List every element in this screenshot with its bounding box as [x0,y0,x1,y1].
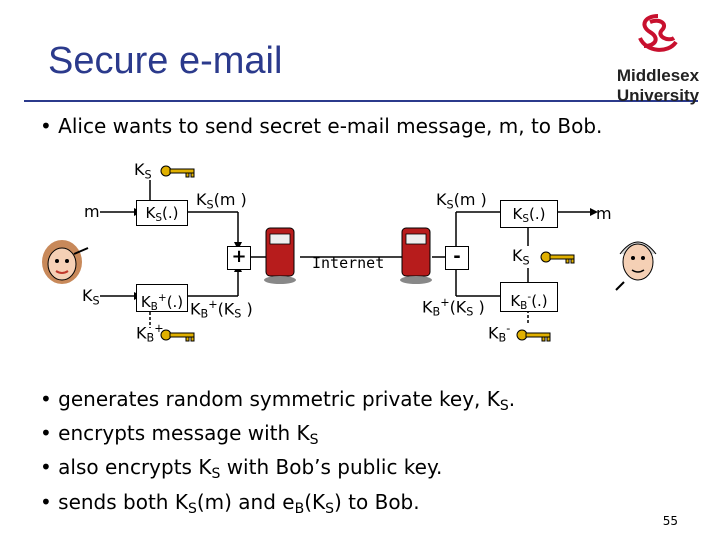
message-m-left: m [84,202,100,221]
sender-router-icon [264,227,296,284]
secure-email-diagram: KS m KS(.) KS(m ) + KS KB+(.) KB+(KS ) K… [0,150,720,370]
page-number: 55 [662,514,678,528]
university-logo: Middlesex University [616,12,700,105]
bullet-item: • also encrypts KS with Bob’s public key… [40,455,443,483]
kb-ks-label-left: KB+(KS ) [190,298,253,321]
internet-label: Internet [312,254,385,272]
private-key-icon [516,329,551,342]
bullet-list: • generates random symmetric private key… [40,386,515,523]
ks-top-label: KS [134,160,152,182]
intro-text: • Alice wants to send secret e-mail mess… [40,114,603,138]
title-rule [24,100,698,102]
recovered-key-icon [540,251,575,264]
public-key-icon [160,329,195,342]
receiver-router-icon [400,227,432,284]
logo-line2: University [616,86,700,105]
bullet-item: • generates random symmetric private key… [40,387,516,415]
message-m-right: m [596,204,612,223]
ks-left-label: KS [82,286,100,308]
public-key-encrypt-box: KB+(.) [136,284,188,313]
symmetric-encrypt-box: KS(.) [136,200,188,226]
kb-minus-label: KB- [488,322,511,345]
combine-plus-op: + [227,246,251,270]
kb-ks-label-right: KB+(KS ) [422,296,485,319]
ks-right-label: KS [512,246,530,268]
slide-title: Secure e-mail [48,40,283,82]
bob-icon [615,241,657,291]
kb-plus-label: KB+ [136,322,164,345]
alice-icon [42,240,89,284]
key-icon [160,165,195,178]
ks-m-label-right: KS(m ) [436,190,487,212]
logo-mark-icon [638,14,678,52]
bullet-item: • sends both KS(m) and eB(KS) to Bob. [40,489,420,517]
symmetric-decrypt-box: KS(.) [500,200,558,228]
ks-m-label-left: KS(m ) [196,190,247,212]
split-minus-op: - [445,246,469,270]
private-key-decrypt-box: KB-(.) [500,282,558,312]
bullet-item: • encrypts message with KS [40,421,319,449]
logo-line1: Middlesex [616,66,700,85]
